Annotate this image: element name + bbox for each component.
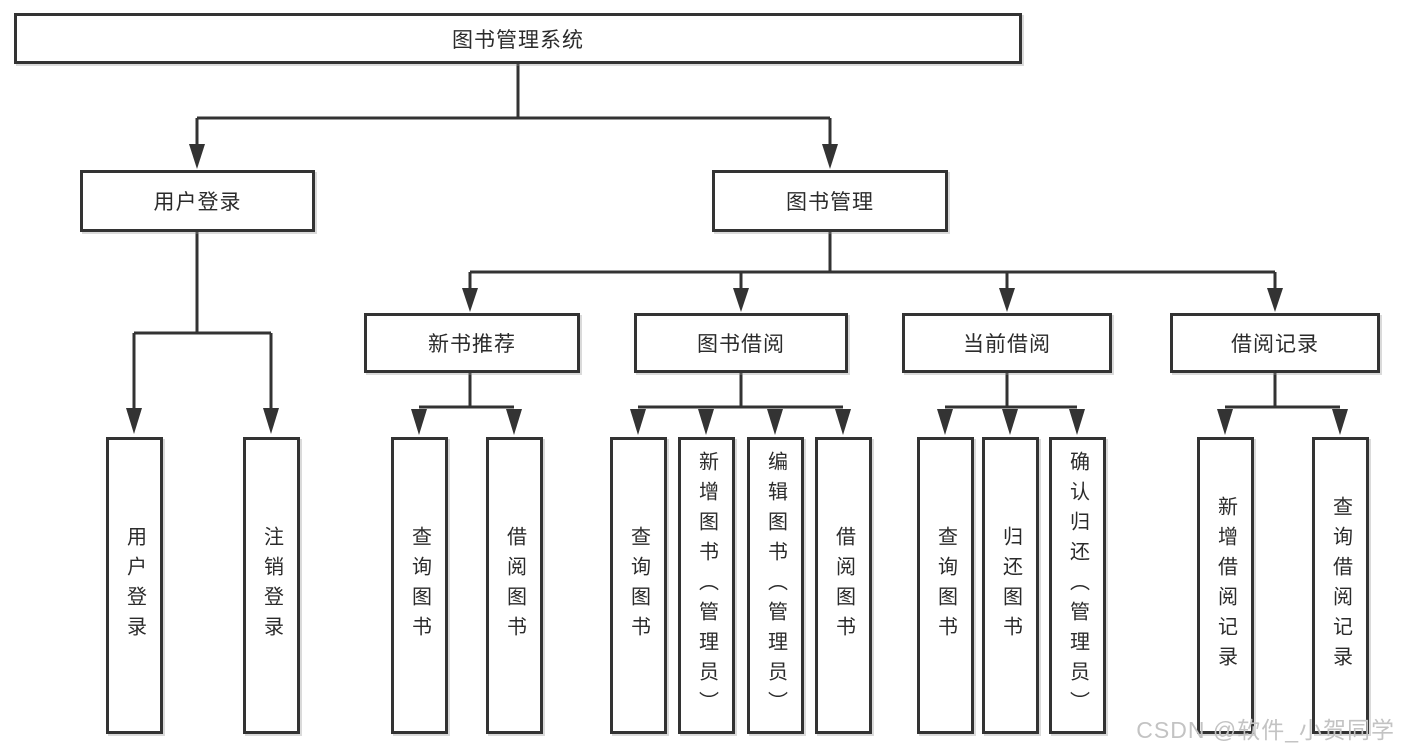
node-leaf-add-book-admin: 新增图书（管理员）: [678, 437, 735, 734]
node-user-login: 用户登录: [80, 170, 315, 232]
node-leaf-query-books-1: 查询图书: [391, 437, 448, 734]
node-leaf-return-book: 归还图书: [982, 437, 1039, 734]
csdn-watermark: CSDN @软件_小贺同学: [1136, 717, 1395, 743]
node-new-book-recommend: 新书推荐: [364, 313, 580, 373]
node-leaf-user-login: 用户登录: [106, 437, 163, 734]
node-book-management: 图书管理: [712, 170, 948, 232]
node-leaf-query-borrow-record: 查询借阅记录: [1312, 437, 1369, 734]
node-leaf-add-borrow-record: 新增借阅记录: [1197, 437, 1254, 734]
node-leaf-confirm-return-admin: 确认归还（管理员）: [1049, 437, 1106, 734]
node-leaf-borrow-books-1: 借阅图书: [486, 437, 543, 734]
node-leaf-logout: 注销登录: [243, 437, 300, 734]
arrowhead-icons: [126, 144, 1348, 435]
node-leaf-query-books-2: 查询图书: [610, 437, 667, 734]
node-current-borrow: 当前借阅: [902, 313, 1112, 373]
node-leaf-query-books-3: 查询图书: [917, 437, 974, 734]
node-leaf-edit-book-admin: 编辑图书（管理员）: [747, 437, 804, 734]
node-borrow-records: 借阅记录: [1170, 313, 1380, 373]
node-leaf-borrow-books-2: 借阅图书: [815, 437, 872, 734]
node-book-borrow: 图书借阅: [634, 313, 848, 373]
node-root-system: 图书管理系统: [14, 13, 1022, 64]
